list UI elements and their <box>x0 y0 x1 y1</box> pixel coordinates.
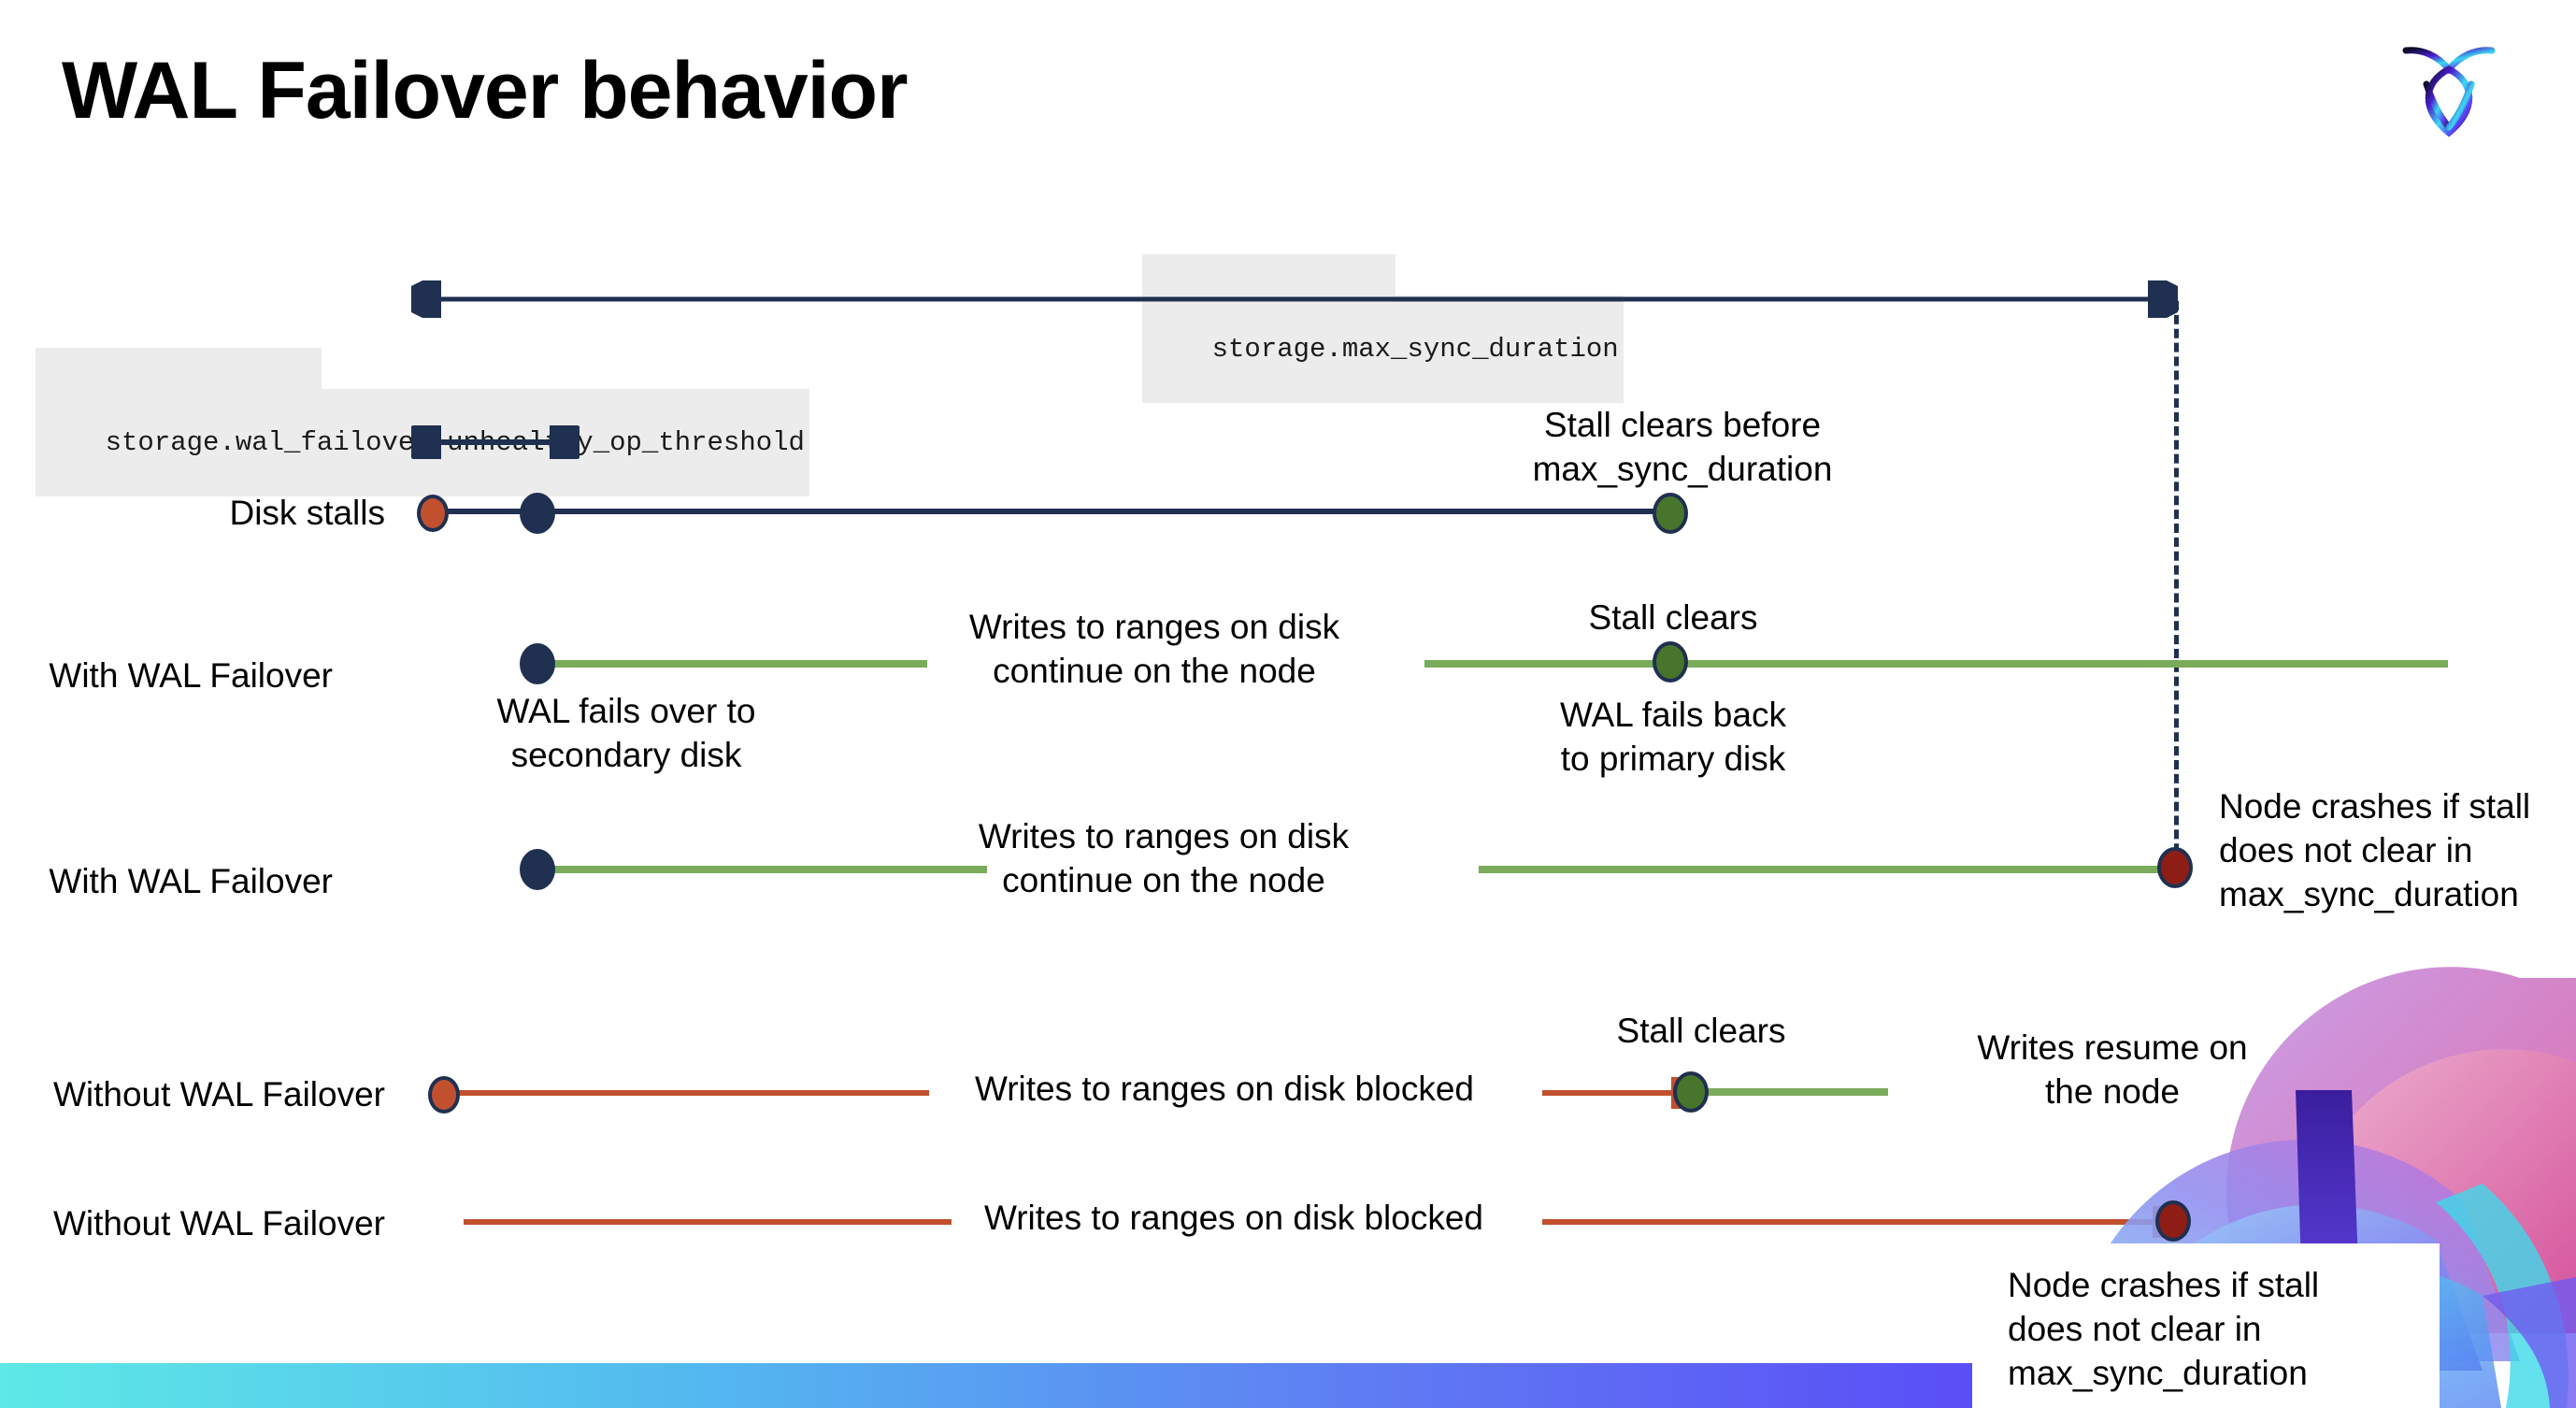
with-wal-failover-crash-note: Node crashes if stall does not clear in … <box>2219 787 2531 913</box>
with-wal-failover-crash-mid-note: Writes to ranges on disk continue on the… <box>978 817 1350 899</box>
bottom-gradient-bar <box>0 1363 1972 1408</box>
max-sync-setting-name: storage.max_sync_duration <box>1211 334 1619 366</box>
without-wal-failover-clears-blocked-arrow <box>1542 1077 1701 1109</box>
with-wal-failover-crash-segment-right <box>1479 866 2178 873</box>
with-wal-failover-clears-segment-left <box>544 660 927 668</box>
with-wal-failover-clears-segment-right <box>1424 660 2448 668</box>
without-wal-failover-crash-blocked-arrow <box>1542 1206 2187 1238</box>
without-wal-failover-clears-blocked-left <box>451 1090 929 1096</box>
unhealthy-op-threshold-arrow <box>411 425 580 459</box>
without-wal-failover-clears-resume-right <box>2286 1088 2453 1096</box>
without-wal-failover-crash-blocked-note: Writes to ranges on disk blocked <box>983 1199 1484 1237</box>
with-wal-failover-start-note: WAL fails over to secondary disk <box>496 692 756 774</box>
disk-stalls-clear-note: Stall clears before max_sync_duration <box>1532 406 1833 488</box>
disk-stalls-start-dot <box>417 495 449 532</box>
with-wal-failover-clears-mid-note: Writes to ranges on disk continue on the… <box>968 608 1340 690</box>
row-label-without-wal-failover-crash: Without WAL Failover <box>52 1204 385 1243</box>
max-sync-duration-arrow <box>411 280 2178 318</box>
row-label-with-wal-failover-clears: With WAL Failover <box>49 656 333 695</box>
with-wal-failover-clears-clear-dot <box>1653 641 1688 682</box>
disk-stalls-timeline <box>437 509 1679 514</box>
with-wal-failover-clears-clear-note: Stall clears <box>1588 598 1758 637</box>
with-wal-failover-crash-segment-left <box>544 866 987 873</box>
without-wal-failover-clears-start-dot <box>428 1076 460 1113</box>
without-wal-failover-clears-blocked-note: Writes to ranges on disk blocked <box>974 1070 1475 1108</box>
max-sync-duration-dropline <box>2174 301 2179 881</box>
without-wal-failover-crash-dot <box>2155 1200 2191 1242</box>
with-wal-failover-clears-start-dot <box>520 643 555 684</box>
with-wal-failover-crash-dot <box>2157 847 2193 888</box>
without-wal-failover-clears-clear-dot <box>1673 1071 1709 1113</box>
without-wal-failover-clears-clear-note: Stall clears <box>1616 1012 1786 1050</box>
row-label-without-wal-failover-clears: Without WAL Failover <box>52 1075 385 1113</box>
cockroachdb-logo-icon <box>2389 30 2509 142</box>
without-wal-failover-crash-blocked-left <box>464 1219 952 1225</box>
row-label-with-wal-failover-crash: With WAL Failover <box>49 862 333 900</box>
disk-stalls-clear-dot <box>1653 493 1688 534</box>
without-wal-failover-clears-resume-left <box>1701 1088 1888 1096</box>
with-wal-failover-crash-start-dot <box>520 849 555 890</box>
without-wal-failover-crash-note: Node crashes if stall does not clear in … <box>2008 1266 2320 1392</box>
row-label-disk-stalls: Disk stalls <box>229 494 385 532</box>
disk-stalls-failover-dot <box>520 493 555 534</box>
without-wal-failover-resume-note: Writes resume on the node <box>1977 1028 2248 1111</box>
crash-callout-box <box>1972 1243 2440 1408</box>
with-wal-failover-failback-note: WAL fails back to primary disk <box>1560 696 1786 778</box>
page-title: WAL Failover behavior <box>62 46 909 136</box>
